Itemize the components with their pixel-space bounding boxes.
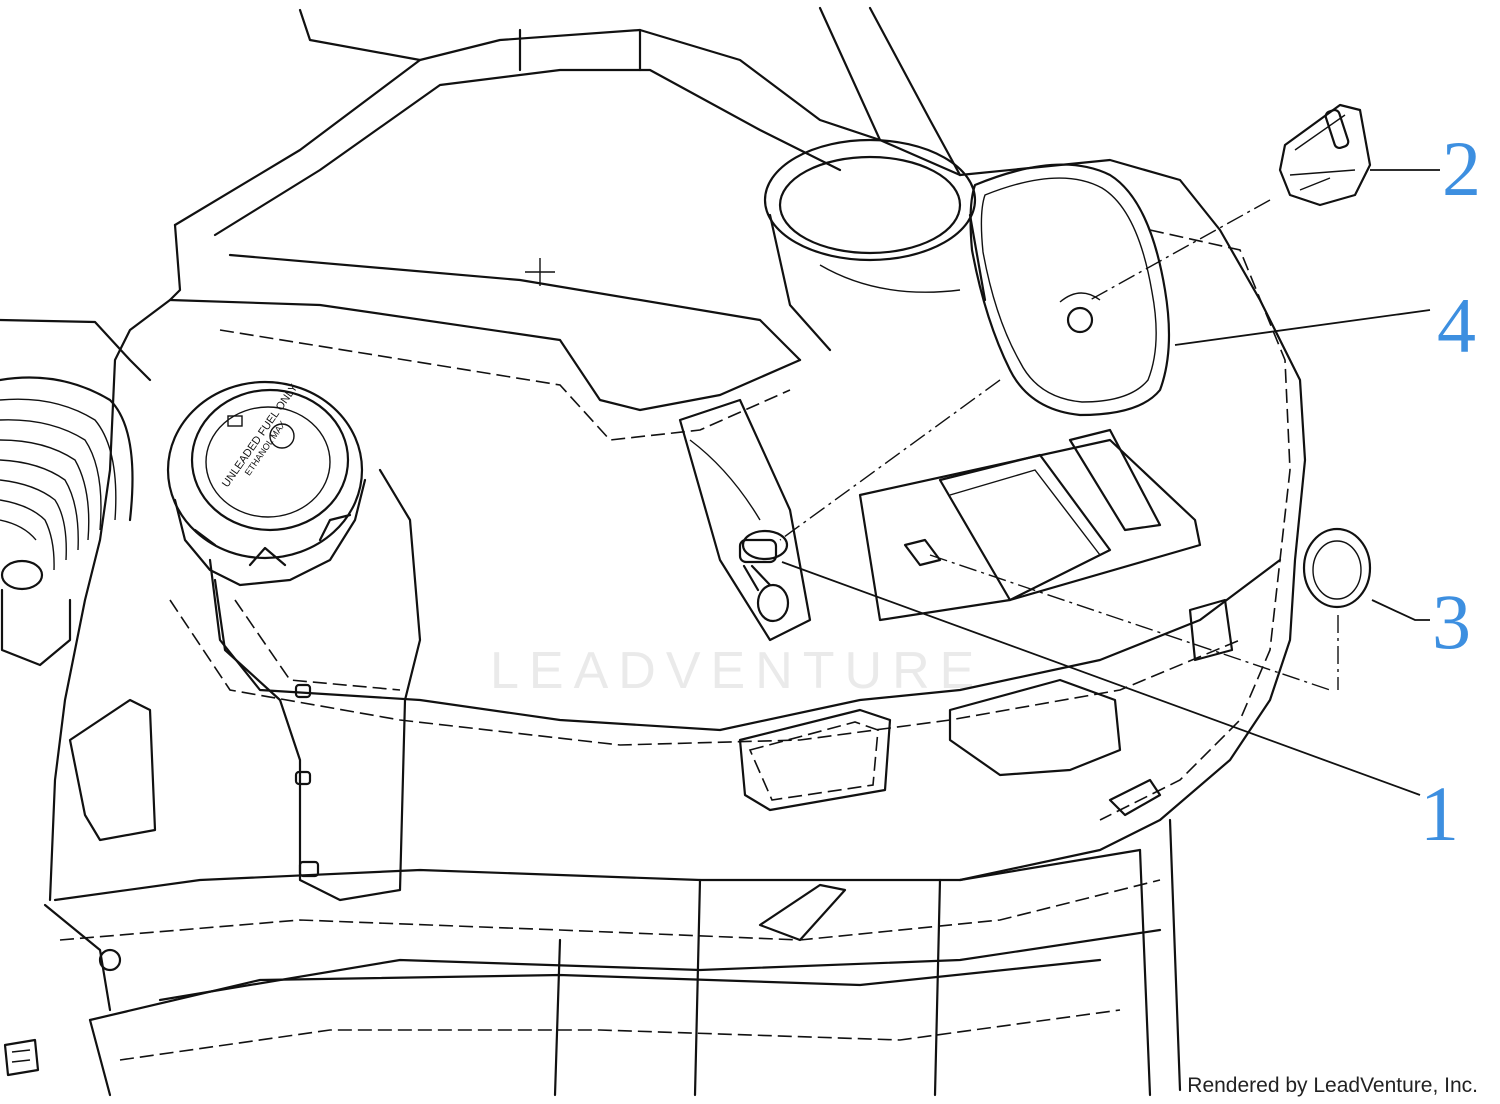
left-bracket bbox=[3, 698, 157, 1077]
callout-2: 2 bbox=[1442, 125, 1481, 212]
dashboard-body bbox=[48, 6, 1307, 1097]
lower-features bbox=[738, 598, 1234, 942]
engine-fan bbox=[0, 318, 152, 667]
callout-4: 4 bbox=[1437, 282, 1476, 369]
render-credit: Rendered by LeadVenture, Inc. bbox=[1187, 1074, 1478, 1097]
leader-lines bbox=[779, 169, 1440, 796]
callout-1: 1 bbox=[1420, 770, 1459, 857]
fuel-cap: UNLEADED FUEL ONLY ETHANOL MAX bbox=[166, 380, 422, 902]
watermark: LEADVENTURE bbox=[490, 642, 984, 700]
part-2-knob bbox=[1278, 103, 1372, 207]
part-4-access-cover bbox=[969, 163, 1171, 417]
callout-3: 3 bbox=[1432, 578, 1471, 665]
part-3-grommet bbox=[1302, 527, 1372, 609]
ignition-slot bbox=[678, 398, 812, 642]
steering-column bbox=[763, 138, 987, 352]
switch-panel bbox=[858, 428, 1202, 622]
part-1-ignition-switch bbox=[738, 538, 778, 592]
